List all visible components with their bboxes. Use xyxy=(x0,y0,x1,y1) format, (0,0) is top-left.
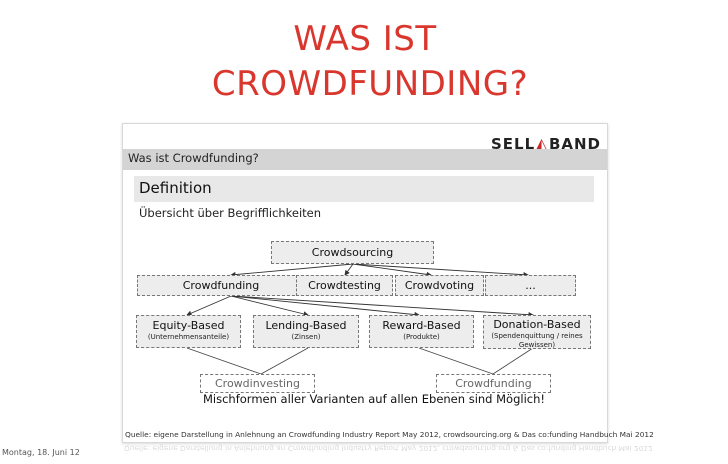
definition-box: Definition xyxy=(134,176,594,202)
node-reward-based: Reward-Based (Produkte) xyxy=(369,315,474,348)
node-donation-label: Donation-Based xyxy=(493,318,581,331)
node-more: ... xyxy=(485,275,576,296)
definition-heading: Definition xyxy=(139,179,212,197)
embedded-slide: SELL ◭ BAND Was ist Crowdfunding? Defini… xyxy=(122,123,654,443)
node-donation-sub: (Spendenquittung / reines Gewissen) xyxy=(491,332,583,349)
edge-crowdsourcing-crowdtesting xyxy=(344,263,354,276)
node-crowdvoting-label: Crowdvoting xyxy=(404,279,475,292)
node-crowdinvesting-label: Crowdinvesting xyxy=(214,377,301,390)
definition-subtitle: Übersicht über Begrifflichkeiten xyxy=(139,206,322,220)
slide-title-line1: WAS IST xyxy=(293,19,437,59)
edge-lending-crowdinvesting xyxy=(260,347,309,375)
node-crowdvoting: Crowdvoting xyxy=(395,275,484,296)
node-crowdfunding-mixed-label: Crowdfunding xyxy=(455,377,532,390)
node-crowdfunding-mixed: Crowdfunding xyxy=(436,374,551,393)
edge-crowdsourcing-crowdfunding xyxy=(230,263,354,278)
sellaband-logo: SELL ◭ BAND xyxy=(459,131,601,157)
connector-lines xyxy=(186,263,534,375)
node-crowdtesting-label: Crowdtesting xyxy=(308,279,381,292)
slide-title-line2: CROWDFUNDING? xyxy=(211,64,529,104)
logo-text-right: BAND xyxy=(548,135,601,153)
mixed-forms-note: Mischformen aller Varianten auf allen Eb… xyxy=(203,392,546,406)
source-reflection: Quelle: eigene Darstellung in Anlehnung … xyxy=(124,444,653,453)
slide-topbar: Was ist Crowdfunding? xyxy=(123,149,607,170)
node-reward-sub: (Produkte) xyxy=(403,333,440,341)
node-crowdfunding-label: Crowdfunding xyxy=(182,279,260,292)
edge-crowdsourcing-more xyxy=(352,263,529,278)
logo-text-left: SELL xyxy=(491,135,536,153)
source-note: Quelle: eigene Darstellung in Anlehnung … xyxy=(125,430,654,439)
node-crowdsourcing: Crowdsourcing xyxy=(271,241,434,264)
node-donation-based: Donation-Based (Spendenquittung / reines… xyxy=(483,315,591,349)
edge-crowdfunding-reward xyxy=(230,295,420,318)
edge-crowdfunding-equity xyxy=(186,295,232,316)
node-equity-label: Equity-Based xyxy=(152,319,225,332)
node-crowdfunding: Crowdfunding xyxy=(137,275,305,296)
node-lending-label: Lending-Based xyxy=(265,319,347,332)
node-lending-based: Lending-Based (Zinsen) xyxy=(253,315,359,348)
topbar-title: Was ist Crowdfunding? xyxy=(128,151,259,165)
slide-date: Montag, 18. Juni 12 xyxy=(2,448,80,457)
edge-crowdfunding-lending xyxy=(230,295,309,317)
node-crowdtesting: Crowdtesting xyxy=(296,275,393,296)
node-equity-sub: (Unternehmensanteile) xyxy=(147,333,230,341)
node-crowdinvesting: Crowdinvesting xyxy=(200,374,315,393)
edge-reward-crowdfunding2 xyxy=(418,347,494,375)
logo-mark-icon: ◭ xyxy=(536,136,548,152)
node-more-label: ... xyxy=(525,279,536,292)
node-reward-label: Reward-Based xyxy=(382,319,461,332)
edge-crowdsourcing-crowdvoting xyxy=(352,263,432,278)
node-lending-sub: (Zinsen) xyxy=(291,333,321,341)
edge-equity-crowdinvesting xyxy=(186,347,262,375)
edge-crowdfunding-donation xyxy=(230,295,534,318)
node-crowdsourcing-label: Crowdsourcing xyxy=(311,246,394,259)
node-equity-based: Equity-Based (Unternehmensanteile) xyxy=(136,315,241,348)
edge-donation-crowdfunding2 xyxy=(492,347,534,375)
